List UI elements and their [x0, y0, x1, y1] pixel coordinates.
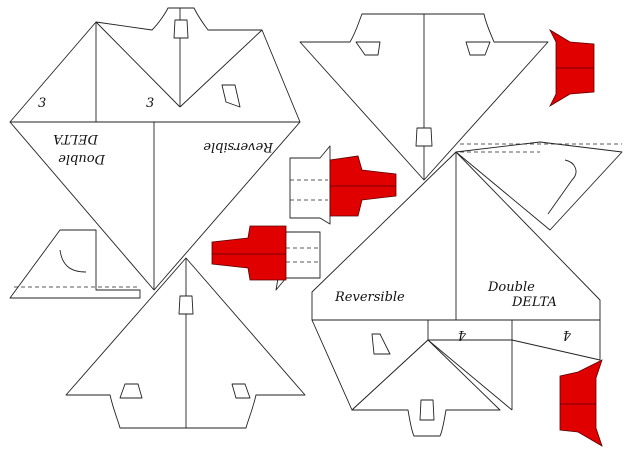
plane-piece-4: Reversible Double DELTA 4 4	[311, 141, 623, 437]
canopy-cutout	[419, 399, 435, 421]
label-double: Double	[487, 280, 535, 295]
wing-outline	[9, 7, 301, 123]
red-nose-lower	[211, 225, 287, 281]
stabilizer-tab-left	[119, 383, 143, 399]
label-delta-upside: DELTA	[53, 131, 99, 146]
canopy-cutout	[178, 295, 194, 315]
stabilizer-tab-right	[465, 41, 491, 56]
red-fin-lower	[559, 359, 603, 447]
label-double-upside: Double	[58, 151, 106, 166]
stabilizer-tab	[371, 333, 391, 355]
stabilizer-tab-right	[231, 383, 251, 399]
connector-upper	[289, 145, 331, 225]
plane-piece-3: 3 3 Reversible Double DELTA	[9, 7, 301, 299]
label-num-3a: 3	[38, 96, 46, 111]
stabilizer-tab-left	[355, 41, 381, 56]
label-reversible: Reversible	[334, 290, 405, 305]
tail-panel	[9, 229, 141, 299]
canopy-cutout	[415, 127, 433, 147]
label-num-4a: 4	[458, 327, 467, 342]
plane-piece-bottom-left	[65, 257, 306, 429]
canopy-cutout	[173, 19, 189, 39]
stabilizer-tab	[221, 84, 241, 108]
label-reversible-upside: Reversible	[203, 139, 274, 154]
label-num-3b: 3	[146, 96, 154, 111]
body-panel	[9, 121, 301, 291]
tail-wing	[351, 339, 501, 437]
red-parts	[211, 28, 603, 447]
label-num-4b: 4	[563, 327, 572, 342]
top-flap	[455, 141, 623, 231]
wing-outline	[65, 257, 306, 429]
label-delta: DELTA	[511, 295, 557, 310]
plane-piece-top-right	[299, 13, 549, 181]
